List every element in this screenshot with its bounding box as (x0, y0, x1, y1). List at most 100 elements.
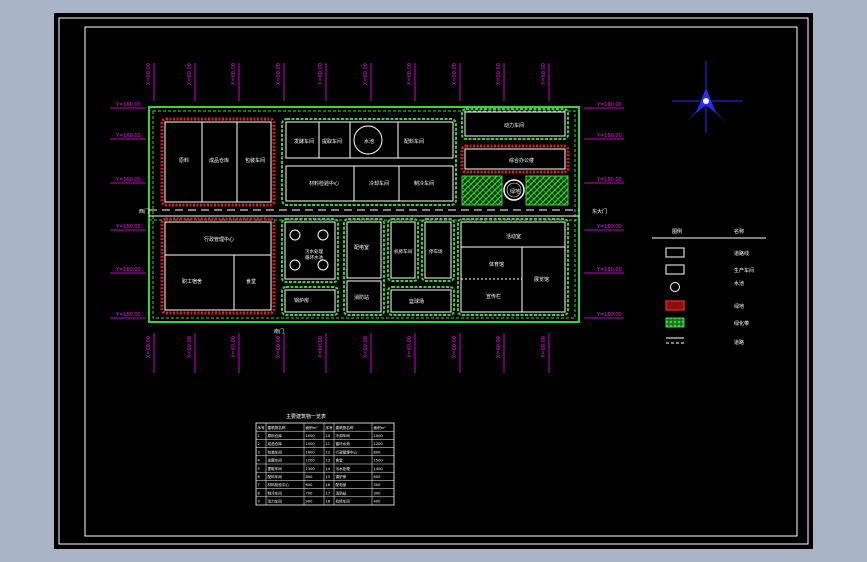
coord-bottom-2: X=60.00 (187, 336, 193, 358)
table-cell: 400 (374, 500, 382, 504)
table-cell: 10 (326, 434, 331, 438)
coord-right-4: Y=160.00 (596, 224, 622, 230)
coord-bottom-5: X=60.00 (318, 336, 324, 358)
coord-bottom-1: X=60.00 (146, 336, 152, 358)
outer-frame (58, 17, 809, 545)
table-cell: 制冷车间 (268, 490, 283, 495)
table-cell: 锅炉房 (336, 474, 347, 479)
bldg-b4: 发酵车间 (294, 138, 314, 145)
coord-bottom-9: X=60.00 (496, 336, 502, 358)
coord-top-4: X=60.00 (276, 63, 282, 85)
bldg-b20: 配电室 (354, 244, 369, 251)
coord-left-3: Y=160.00 (115, 177, 141, 183)
coord-bottom-4: X=60.00 (276, 336, 282, 358)
table-cell: 1000 (306, 434, 316, 438)
block-lower-left: 行政管理中心 职工宿舍 食堂 (160, 217, 276, 315)
legend-item-4: 绿地 (734, 303, 744, 310)
table-cell: 1200 (374, 442, 384, 446)
table-cell: 9 (258, 500, 261, 504)
coord-bottom-6: X=60.00 (363, 336, 369, 358)
table-cell: 800 (374, 450, 382, 454)
table-cell: 消防站 (336, 490, 347, 495)
table-cell: 600 (374, 475, 382, 479)
coord-bottom-10: X=60.00 (541, 336, 547, 358)
table-cell: 1600 (306, 450, 316, 454)
table-cell: 3 (258, 450, 260, 454)
coord-bottom-3: X=60.00 (231, 336, 237, 358)
table-cell: 成品仓库 (268, 441, 283, 446)
table-cell: 1300 (306, 467, 316, 471)
bldg-b13: 绿地 (510, 188, 520, 195)
table-cell: 16 (326, 483, 331, 487)
block-upper-left: 原料 成品仓库 包装车间 (160, 117, 276, 207)
table-cell: 17 (326, 491, 331, 495)
right-coordinate-labels: Y=160.00Y=160.00Y=160.00Y=160.00Y=160.00… (584, 102, 624, 319)
coord-left-6: Y=160.00 (115, 312, 141, 318)
bldg-b27: 展览馆 (534, 276, 549, 283)
table-cell: 污水处理 (336, 466, 351, 471)
coord-right-3: Y=160.00 (596, 177, 622, 183)
bldg-b6: 水池 (364, 138, 374, 145)
north-arrow-icon (672, 61, 742, 133)
bldg-b8: 材料检验中心 (309, 180, 339, 187)
coord-top-10: X=60.00 (541, 63, 547, 85)
table-cell: 4 (258, 459, 261, 463)
bldg-b26: 体育馆 (489, 261, 504, 268)
legend-symbol-green (665, 300, 685, 311)
table-header-cell: 面积m² (374, 425, 387, 430)
bldg-b5: 提取车间 (322, 138, 342, 145)
left-coordinate-labels: Y=160.00Y=160.00Y=160.00Y=160.00Y=160.00… (110, 102, 146, 319)
east-gate-label: 东大门 (592, 208, 607, 215)
table-cell: 700 (306, 491, 314, 495)
coord-top-1: X=60.00 (146, 63, 152, 85)
table-cell: 1 (258, 434, 260, 438)
legend-item-6: 道路 (734, 339, 744, 346)
table-cell: 材料检验中心 (268, 482, 290, 487)
table-cell: 1000 (374, 434, 384, 438)
bldg-b7: 配料车间 (404, 138, 424, 145)
legend-symbol-pool (670, 282, 680, 292)
coord-right-2: Y=160.00 (596, 133, 622, 139)
table-cell: 行政管理中心 (336, 449, 358, 454)
legend-item-1: 道路线 (734, 250, 749, 257)
bldg-b1: 原料 (179, 157, 189, 164)
table-cell: 配电室 (336, 482, 347, 487)
bldg-b9: 冷却车间 (369, 180, 389, 187)
bldg-b2: 成品仓库 (209, 157, 229, 164)
bldg-b10: 制冷车间 (414, 180, 434, 187)
coord-left-2: Y=160.00 (115, 133, 141, 139)
coord-left-1: Y=160.00 (115, 102, 141, 108)
bldg-b16: 食堂 (246, 278, 256, 285)
table-cell: 2 (258, 442, 260, 446)
inner-frame (84, 26, 798, 537)
table-header-cell: 建筑物名称 (268, 425, 286, 430)
table-cell: 机修车间 (336, 499, 351, 504)
table-cell: 1500 (306, 442, 316, 446)
table-header-cell: 面积m² (306, 425, 319, 430)
table-cell: 6 (258, 475, 261, 479)
table-cell: 8 (258, 491, 261, 495)
legend-item-5: 绿化带 (734, 320, 749, 327)
west-gate-label: 西门 (139, 208, 149, 215)
table-cell: 1200 (306, 459, 316, 463)
legend-item-3: 水池 (734, 280, 744, 287)
legend-symbol-workshop (665, 264, 685, 275)
table-cell: 600 (306, 483, 314, 487)
table-cell: 5 (258, 467, 260, 471)
coord-top-8: X=60.00 (452, 63, 458, 85)
coord-top-2: X=60.00 (187, 63, 193, 85)
table-cell: 1400 (374, 467, 384, 471)
coord-top-6: X=60.00 (363, 63, 369, 85)
legend-symbol-greenbelt (665, 317, 685, 328)
table-cell: 13 (326, 459, 331, 463)
bottom-coordinate-labels: X=60.00 X=60.00 X=60.00 X=60.00 X=60.00 X=60.… (146, 333, 550, 373)
table-cell: 12 (326, 450, 331, 454)
table-cell: 800 (306, 475, 314, 479)
table-header-cell: 序号 (258, 425, 266, 430)
bldg-b25: 活动室 (506, 233, 521, 240)
coord-left-5: Y=160.00 (115, 267, 141, 273)
bldg-b12: 综合办公楼 (509, 157, 534, 164)
table-title: 主要建筑物一览表 (286, 413, 326, 420)
